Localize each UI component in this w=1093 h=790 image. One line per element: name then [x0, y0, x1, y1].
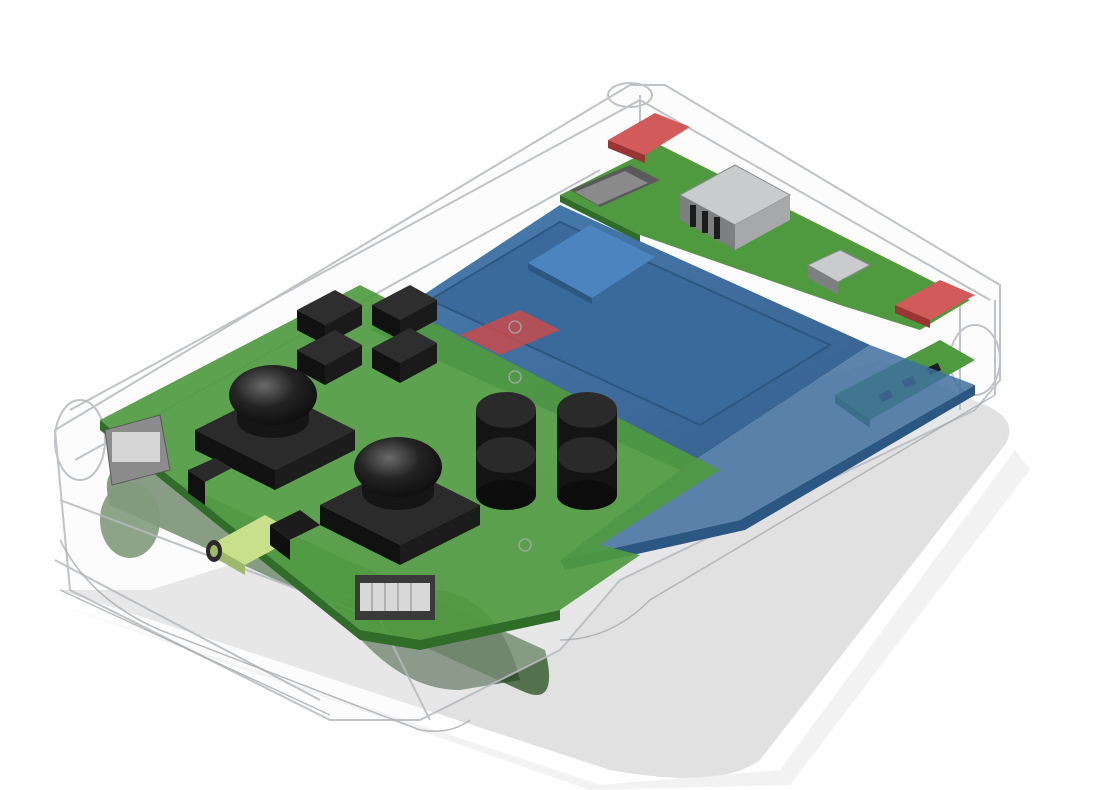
chip [528, 225, 655, 304]
case-outline-front [59, 320, 996, 732]
dpad-left [297, 330, 362, 385]
dpad [297, 285, 437, 385]
sd-card-slot [570, 165, 660, 207]
usb-a-port [678, 164, 792, 250]
face-button-bottom-left [476, 437, 536, 510]
right-bumper [895, 280, 975, 328]
dpad-down [372, 328, 437, 383]
micro-usb-port [806, 249, 872, 295]
audio-jack [206, 510, 320, 575]
top-pcb [560, 145, 970, 330]
face-button-bottom-right [557, 437, 617, 510]
face-buttons [476, 392, 617, 510]
red-bumpers [608, 113, 975, 328]
right-analog-stick [320, 437, 480, 565]
left-analog-stick [195, 365, 355, 490]
switch [104, 414, 232, 505]
speaker [355, 575, 435, 620]
left-bumper [608, 113, 690, 163]
